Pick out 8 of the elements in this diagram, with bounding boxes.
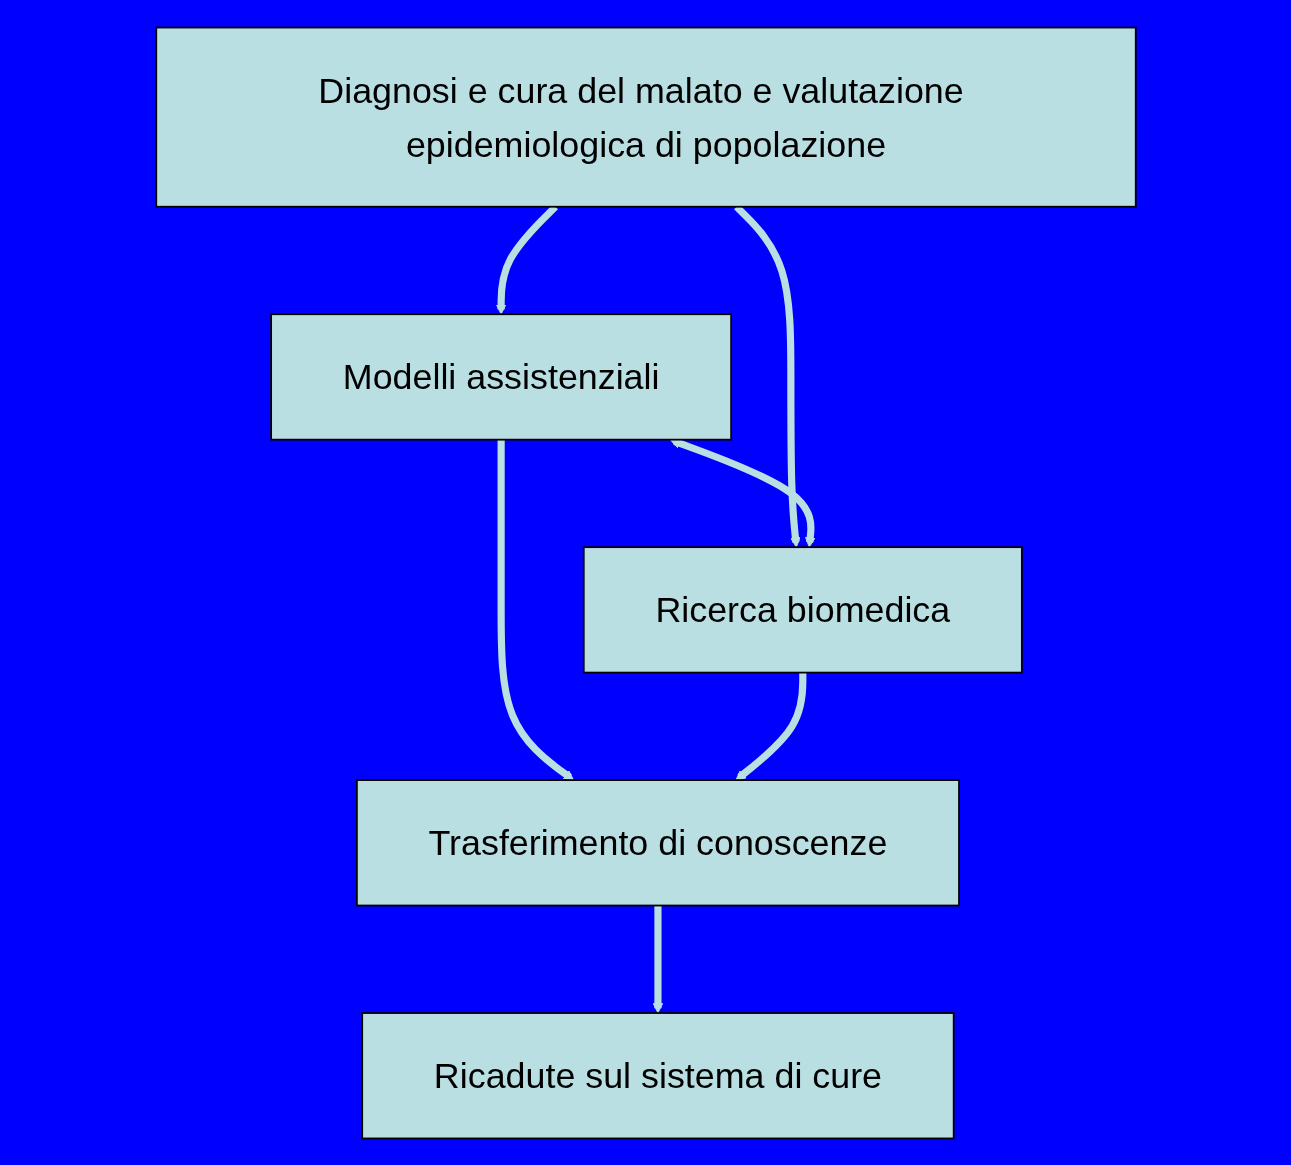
arrow <box>734 672 806 781</box>
node-box: Ricadute sul sistema di cure <box>360 1011 955 1139</box>
node-box: Trasferimento di conoscenze <box>355 778 960 906</box>
node-box: Ricerca biomedica <box>582 545 1023 673</box>
node-box: Diagnosi e cura del malato e valutazione epidemiologica di popolazione <box>154 26 1137 208</box>
arrow <box>497 439 574 781</box>
arrow <box>652 905 663 1013</box>
node-box: Modelli assistenziali <box>269 312 732 441</box>
